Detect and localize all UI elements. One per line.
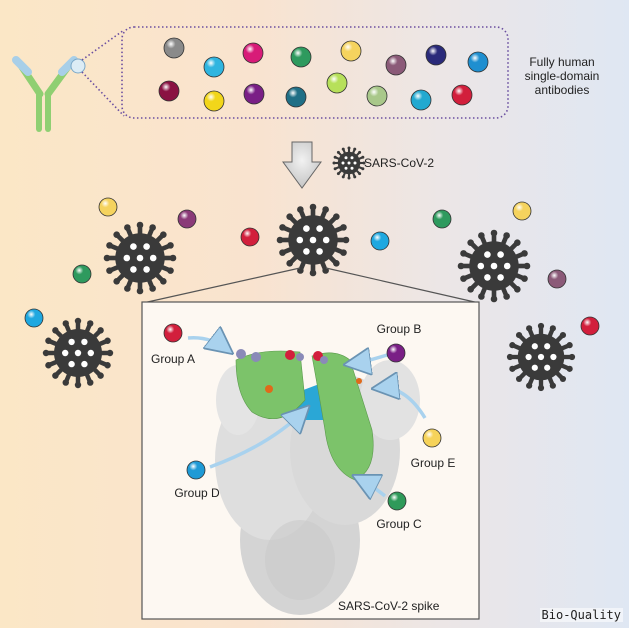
group-a-ball — [163, 323, 183, 343]
antibody-ball — [580, 316, 600, 336]
antibody-ball — [451, 84, 473, 106]
virus-icon — [103, 221, 177, 295]
antibody-ball — [203, 90, 225, 112]
virus-icon — [457, 229, 531, 303]
antibody-ball — [163, 37, 185, 59]
antibody-ball — [243, 83, 265, 105]
inset-line — [142, 267, 301, 304]
sars-cov-2-icon — [332, 146, 366, 180]
antibody-ball — [410, 89, 432, 111]
antibody-ball — [242, 42, 264, 64]
antibody-ball — [340, 40, 362, 62]
virus-icon — [42, 317, 114, 389]
antibody-ball — [432, 209, 452, 229]
antibody-ball — [467, 51, 489, 73]
library-label-1: Fully human — [529, 55, 594, 69]
antibody-ball — [72, 264, 92, 284]
virus-icon — [332, 146, 366, 180]
group-e-label: Group E — [411, 456, 456, 470]
antibody-ball — [285, 86, 307, 108]
antibody-ball — [366, 85, 388, 107]
group-c-ball — [387, 491, 407, 511]
antibody-ball — [177, 209, 197, 229]
antibody-ball — [547, 269, 567, 289]
group-d-label: Group D — [174, 486, 220, 500]
antibody-ball — [24, 308, 44, 328]
group-e-ball — [422, 428, 442, 448]
antibody-ball — [203, 56, 225, 78]
zoom-line — [81, 71, 125, 117]
antibody-ball — [425, 44, 447, 66]
antibody-ball — [512, 201, 532, 221]
antibody-ball — [326, 72, 348, 94]
watermark: Bio-Quality — [539, 608, 623, 622]
group-a-label: Group A — [151, 352, 195, 366]
inset-line — [325, 267, 480, 304]
antibody-ball — [385, 54, 407, 76]
group-d-ball — [186, 460, 206, 480]
virus-label: SARS-CoV-2 — [364, 156, 434, 170]
zoom-line — [81, 29, 125, 61]
free-antibodies — [24, 197, 600, 336]
antibody-library — [158, 37, 489, 112]
down-arrow-icon — [282, 141, 322, 189]
group-b-ball — [386, 343, 406, 363]
antibody-icon — [12, 56, 86, 132]
virus-particles — [42, 203, 576, 392]
virus-icon — [276, 203, 350, 277]
library-label-3: antibodies — [535, 83, 590, 97]
epitope-groups: Group A Group B Group C Group D Group E — [151, 322, 455, 531]
group-b-label: Group B — [377, 322, 422, 336]
library-box — [121, 26, 509, 119]
antibody-ball — [370, 231, 390, 251]
library-label-2: single-domain — [525, 69, 600, 83]
group-c-label: Group C — [376, 517, 422, 531]
binding-arrows — [187, 338, 427, 496]
antibody-ball — [290, 46, 312, 68]
spike-label: SARS-CoV-2 spike — [338, 599, 440, 613]
antibody-ball — [158, 80, 180, 102]
antibody-ball — [240, 227, 260, 247]
antibody-ball — [98, 197, 118, 217]
virus-icon — [506, 322, 576, 392]
